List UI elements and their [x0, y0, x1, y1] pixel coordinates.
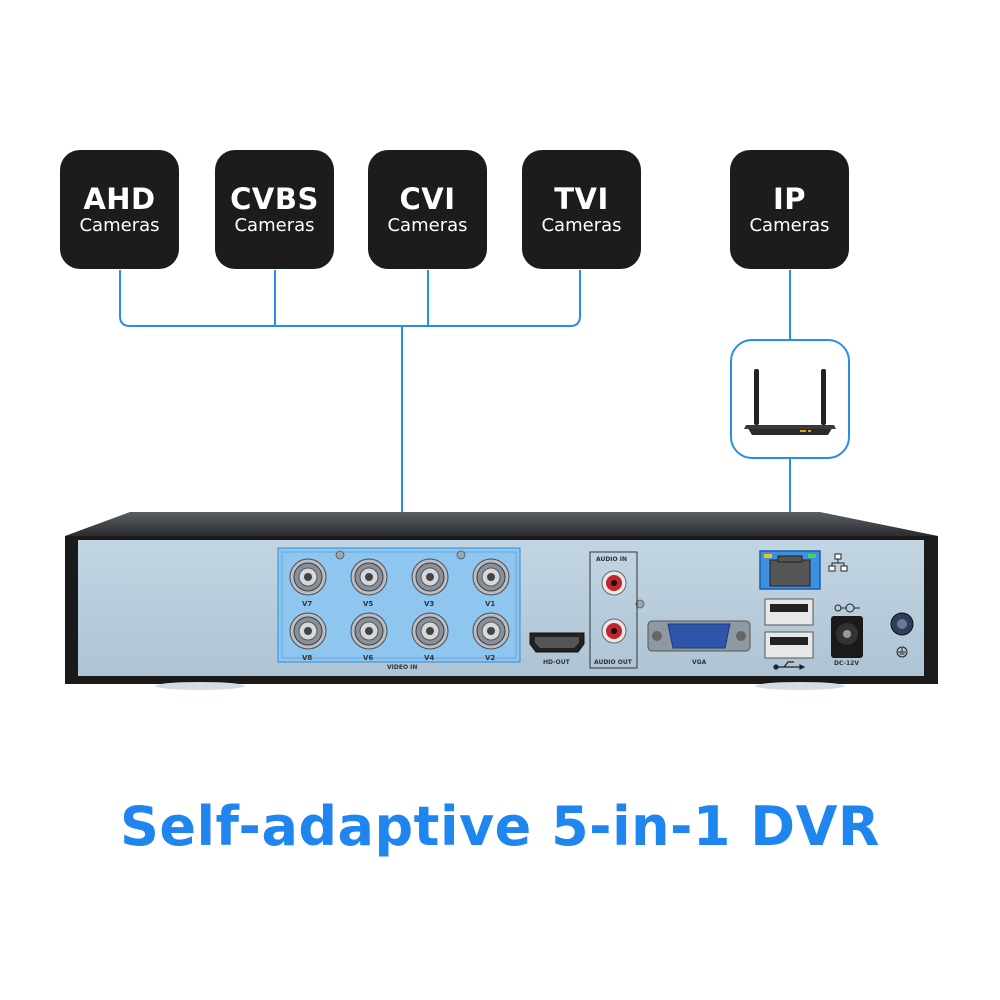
- ground-icon: [896, 646, 908, 658]
- camera-subtitle: Cameras: [749, 214, 830, 236]
- bnc-connector-icon: [411, 612, 449, 650]
- rca-audio-in-icon: [601, 570, 627, 596]
- bnc-connector-icon: [350, 558, 388, 596]
- router-icon: [744, 369, 836, 435]
- screw-icon: [335, 550, 645, 609]
- polarity-icon: [834, 603, 860, 613]
- camera-subtitle: Cameras: [79, 214, 160, 236]
- analog-bus-line: [119, 270, 581, 327]
- bnc-connector-icon: [411, 558, 449, 596]
- bnc-connector-icon: [472, 612, 510, 650]
- camera-tile-ip: IP Cameras: [730, 150, 849, 269]
- headline: Self-adaptive 5-in-1 DVR: [119, 795, 881, 858]
- camera-subtitle: Cameras: [541, 214, 622, 236]
- camera-subtitle: Cameras: [387, 214, 468, 236]
- camera-subtitle: Cameras: [234, 214, 315, 236]
- bnc-label: V5: [363, 600, 374, 608]
- vga-port-icon: [647, 620, 751, 652]
- bnc-connector-icon: [472, 558, 510, 596]
- ground-terminal-icon: [890, 612, 914, 636]
- camera-tile-cvbs: CVBS Cameras: [215, 150, 334, 269]
- usb-icon: [773, 661, 806, 670]
- vga-label: VGA: [692, 659, 707, 666]
- network-icon: [828, 553, 848, 572]
- bnc-connector-icon: [289, 558, 327, 596]
- hdmi-label: HD-OUT: [543, 659, 570, 666]
- dvr-top-lid: [65, 512, 938, 536]
- bnc-label: V7: [302, 600, 313, 608]
- bnc-label: V8: [302, 654, 313, 662]
- camera-tile-ahd: AHD Cameras: [60, 150, 179, 269]
- bnc-label: V1: [485, 600, 496, 608]
- camera-tile-cvi: CVI Cameras: [368, 150, 487, 269]
- audio-in-label: AUDIO IN: [596, 556, 627, 563]
- hdmi-port-icon: [529, 632, 585, 653]
- bnc-label: V3: [424, 600, 435, 608]
- rca-audio-out-icon: [601, 618, 627, 644]
- power-label: DC-12V: [834, 660, 860, 667]
- audio-out-label: AUDIO OUT: [594, 659, 632, 666]
- camera-title: IP: [772, 181, 807, 216]
- camera-tile-tvi: TVI Cameras: [522, 150, 641, 269]
- bnc-label: V2: [485, 654, 496, 662]
- bnc-connector-icon: [350, 612, 388, 650]
- bnc-label: V4: [424, 654, 435, 662]
- camera-title: CVI: [399, 181, 456, 216]
- router-box: [730, 339, 850, 459]
- bnc-connector-icon: [289, 612, 327, 650]
- power-jack-icon: [831, 616, 863, 658]
- ethernet-port-icon: [759, 550, 821, 590]
- video-in-label: VIDEO IN: [387, 664, 418, 671]
- camera-title: CVBS: [230, 181, 319, 216]
- usb-port-icon: [764, 598, 814, 659]
- audio-group: [589, 551, 638, 669]
- camera-title: TVI: [554, 181, 609, 216]
- camera-title: AHD: [83, 181, 156, 216]
- bnc-label: V6: [363, 654, 374, 662]
